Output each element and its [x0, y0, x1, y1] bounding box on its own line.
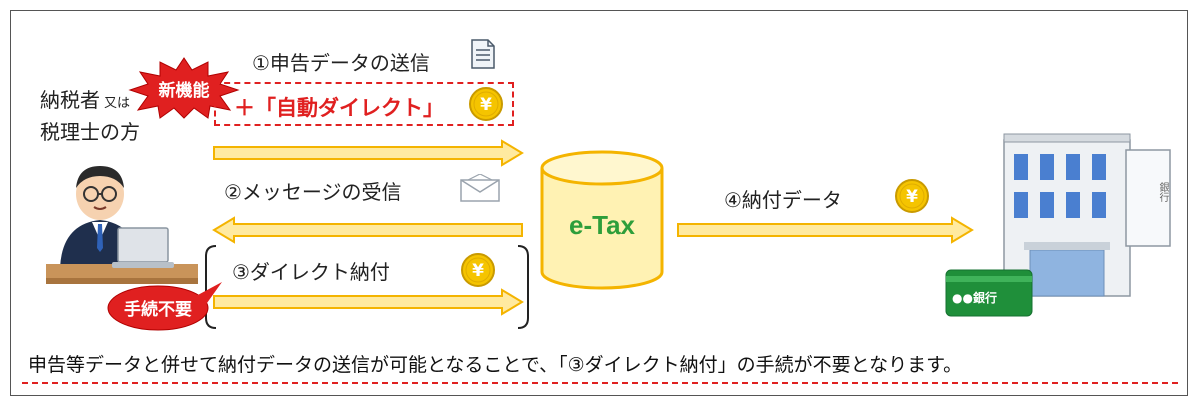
- new-feature-text: 新機能: [159, 80, 210, 101]
- auto-direct-label: ＋「自動ダイレクト」: [234, 96, 444, 120]
- laptop-icon: [112, 227, 174, 268]
- arrow-payment-data: [677, 216, 974, 244]
- direct-payment-bracket: [205, 245, 529, 329]
- step-payment-data-label: ④納付データ: [724, 188, 842, 212]
- document-icon: [471, 39, 495, 69]
- taxpayer-line2: 税理士の方: [40, 120, 140, 144]
- svg-text:¥: ¥: [480, 95, 492, 115]
- person-icon: [46, 166, 198, 284]
- svg-text:¥: ¥: [906, 187, 918, 207]
- bank-card-label: ●●銀行: [952, 291, 997, 305]
- envelope-icon: [460, 174, 500, 202]
- taxpayer-line1: 納税者: [40, 88, 100, 112]
- step-send-data-label: ①申告データの送信: [252, 51, 430, 75]
- svg-text:¥: ¥: [472, 261, 484, 281]
- arrow-send-data: [213, 139, 524, 167]
- etax-label: e-Tax: [569, 210, 635, 240]
- arrow-direct-payment: [213, 288, 524, 316]
- bank-card-icon: [945, 269, 1033, 317]
- no-procedure-badge: 手続不要: [107, 282, 222, 331]
- taxpayer-or: 又は: [104, 96, 131, 111]
- bank-sign: 銀行: [1157, 182, 1168, 202]
- new-feature-badge: 新機能: [128, 57, 240, 119]
- footer-note: 申告等データと併せて納付データの送信が可能となることで、「③ダイレクト納付」の手…: [28, 354, 963, 376]
- auto-direct-box: [214, 82, 514, 126]
- footer-underline: [22, 382, 1178, 384]
- step-receive-message-label: ②メッセージの受信: [224, 180, 402, 204]
- yen-coin-icon: ¥: [469, 87, 503, 121]
- arrow-receive-message: [212, 216, 523, 244]
- step-direct-payment-label: ③ダイレクト納付: [232, 260, 390, 284]
- taxpayer-label: 納税者又は 税理士の方: [40, 86, 140, 146]
- no-procedure-text: 手続不要: [124, 299, 192, 320]
- yen-coin-icon: ¥: [895, 179, 929, 213]
- etax-cylinder: [540, 150, 664, 290]
- diagram-frame: [10, 10, 1188, 396]
- yen-coin-icon: ¥: [461, 253, 495, 287]
